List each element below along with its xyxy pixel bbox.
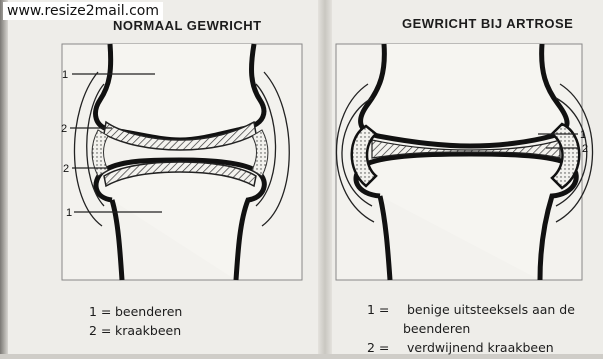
legend-row: 2 = kraakbeen (89, 323, 182, 342)
left-callout-2-bottom: 2 (63, 163, 69, 175)
legend-key: 2 = (367, 340, 403, 355)
left-upper-bone (96, 44, 264, 140)
right-upper-bone (361, 44, 567, 146)
legend-text-continued: beenderen (403, 321, 470, 336)
legend-key: 1 = (89, 304, 111, 319)
legend-text: benige uitsteeksels aan de (407, 302, 575, 317)
left-callout-1-bottom: 1 (66, 207, 72, 219)
left-legend: 1 = beenderen 2 = kraakbeen (89, 304, 182, 342)
legend-row-continued: beenderen (367, 321, 575, 340)
legend-row: 2 = verdwijnend kraakbeen (367, 340, 575, 359)
right-legend: 1 = benige uitsteeksels aan de beenderen… (367, 302, 575, 359)
right-callout-2: 2 (582, 143, 588, 155)
left-callout-1-top: 1 (62, 69, 68, 81)
legend-text: verdwijnend kraakbeen (407, 340, 554, 355)
legend-row: 1 = beenderen (89, 304, 182, 323)
legend-row: 1 = benige uitsteeksels aan de (367, 302, 575, 321)
right-callout-1: 1 (580, 129, 586, 141)
left-callout-2-top: 2 (61, 123, 67, 135)
legend-text: beenderen (115, 304, 182, 319)
legend-text: kraakbeen (115, 323, 181, 338)
legend-key: 1 = (367, 302, 403, 317)
legend-key: 2 = (89, 323, 111, 338)
